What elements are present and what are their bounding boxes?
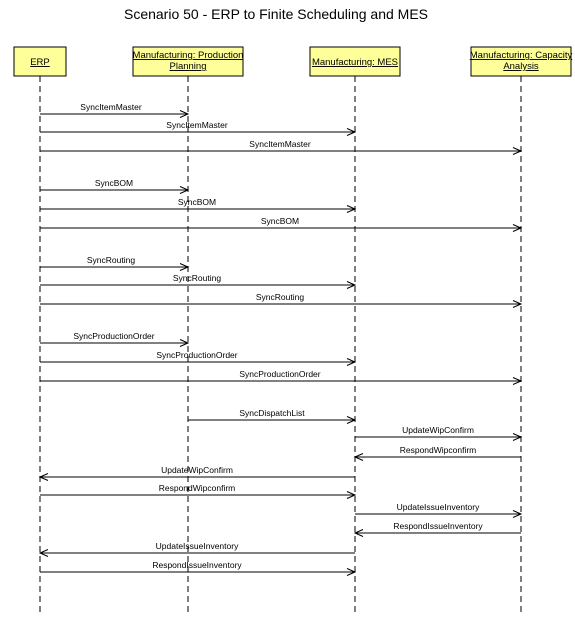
arrowhead	[346, 491, 357, 499]
message: SyncBOM	[40, 178, 190, 194]
participant-label: ERP	[30, 57, 50, 68]
arrowhead	[346, 416, 357, 424]
message: RespondIssueInventory	[40, 560, 357, 576]
message-label: RespondWipconfirm	[159, 483, 236, 493]
message-label: SyncBOM	[261, 216, 299, 226]
arrowhead	[512, 433, 523, 441]
arrowhead	[512, 224, 523, 232]
message: UpdateIssueInventory	[355, 502, 523, 518]
participant-box-ca	[470, 46, 572, 77]
arrowhead	[353, 453, 364, 461]
message-label: SyncBOM	[178, 197, 216, 207]
participant-box-mes	[309, 46, 401, 77]
message-label: SyncItemMaster	[80, 102, 142, 112]
arrowhead	[346, 358, 357, 366]
message-label: RespondIssueInventory	[393, 521, 483, 531]
message-label: UpdateWipConfirm	[161, 465, 233, 475]
arrowhead	[179, 110, 190, 118]
participant-label: Manufacturing: Production	[133, 50, 244, 61]
participant-erp: ERP	[13, 46, 67, 612]
message: SyncDispatchList	[188, 408, 357, 424]
arrowhead	[512, 300, 523, 308]
message-label: SyncItemMaster	[166, 120, 228, 130]
arrowhead	[179, 263, 190, 271]
message: UpdateWipConfirm	[38, 465, 355, 481]
arrowhead	[38, 473, 49, 481]
message-label: SyncRouting	[256, 292, 304, 302]
arrowhead	[353, 529, 364, 537]
message-label: SyncRouting	[87, 255, 135, 265]
message: RespondWipconfirm	[40, 483, 357, 499]
arrowhead	[512, 510, 523, 518]
arrowhead	[346, 568, 357, 576]
participant-box-erp	[13, 46, 67, 77]
arrowhead	[179, 339, 190, 347]
message: SyncRouting	[40, 292, 523, 308]
message-label: SyncRouting	[173, 273, 221, 283]
participant-label: Manufacturing: MES	[312, 57, 398, 68]
message: UpdateIssueInventory	[38, 541, 355, 557]
arrowhead	[179, 186, 190, 194]
message-label: SyncProductionOrder	[156, 350, 237, 360]
arrowhead	[512, 147, 523, 155]
message: SyncProductionOrder	[40, 369, 523, 385]
message: SyncProductionOrder	[40, 331, 190, 347]
participant-box-pp	[132, 46, 244, 77]
participant-mes: Manufacturing: MES	[309, 46, 401, 612]
message: SyncBOM	[40, 216, 523, 232]
message-label: SyncProductionOrder	[239, 369, 320, 379]
diagram-title: Scenario 50 - ERP to Finite Scheduling a…	[124, 6, 428, 22]
participant-label: Analysis	[503, 61, 539, 72]
message-label: SyncItemMaster	[249, 139, 311, 149]
participant-label: Manufacturing: Capacity	[470, 50, 573, 61]
message: SyncItemMaster	[40, 139, 523, 155]
message: SyncItemMaster	[40, 120, 357, 136]
message-label: UpdateWipConfirm	[402, 425, 474, 435]
message: SyncRouting	[40, 255, 190, 271]
message: SyncProductionOrder	[40, 350, 357, 366]
arrowhead	[346, 281, 357, 289]
message: RespondIssueInventory	[353, 521, 521, 537]
message: SyncBOM	[40, 197, 357, 213]
message-label: UpdateIssueInventory	[397, 502, 480, 512]
message-label: RespondWipconfirm	[400, 445, 477, 455]
participant-label: Planning	[170, 61, 207, 72]
message: RespondWipconfirm	[353, 445, 521, 461]
message-label: RespondIssueInventory	[152, 560, 242, 570]
message-label: SyncBOM	[95, 178, 133, 188]
arrowhead	[38, 549, 49, 557]
arrowhead	[346, 128, 357, 136]
arrowhead	[346, 205, 357, 213]
message-label: SyncProductionOrder	[73, 331, 154, 341]
message: SyncItemMaster	[40, 102, 190, 118]
message: UpdateWipConfirm	[355, 425, 523, 441]
message: SyncRouting	[40, 273, 357, 289]
message-label: SyncDispatchList	[239, 408, 305, 418]
arrowhead	[512, 377, 523, 385]
message-label: UpdateIssueInventory	[156, 541, 239, 551]
